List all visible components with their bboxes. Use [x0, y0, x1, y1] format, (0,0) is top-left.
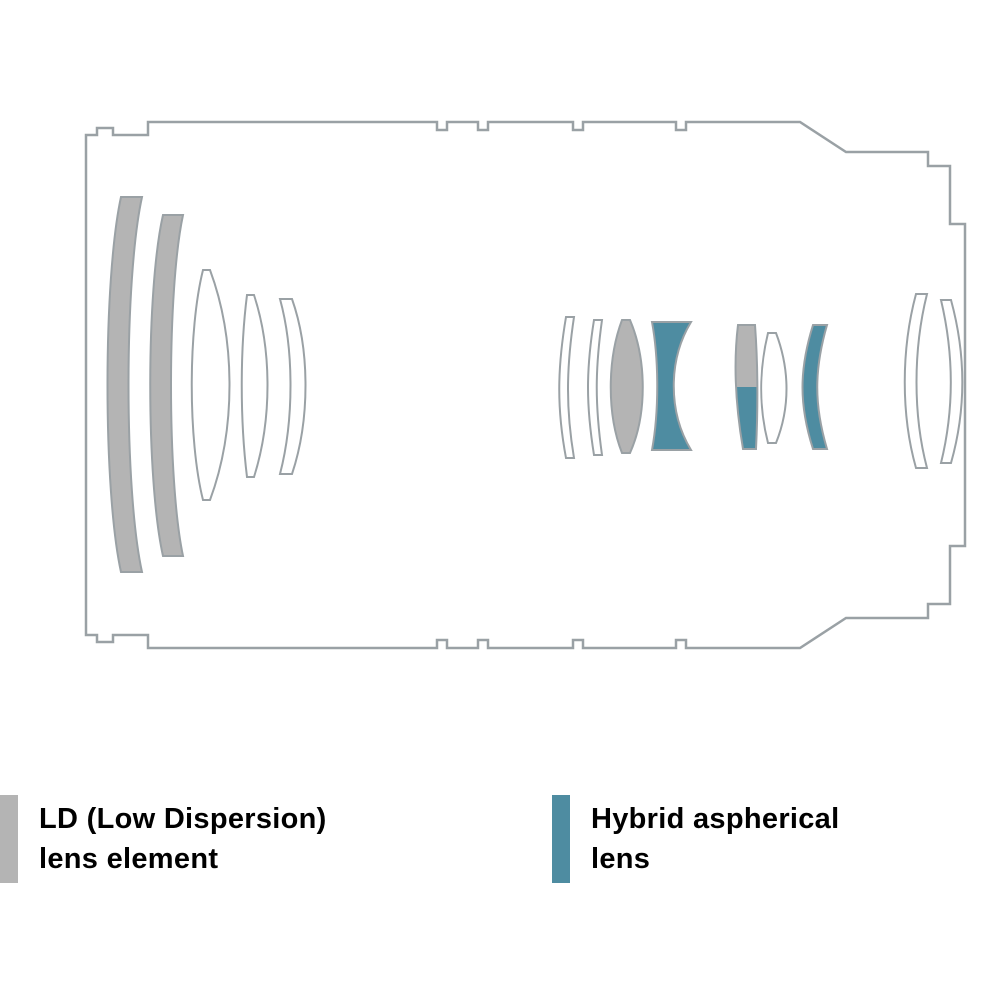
legend-item-ld: LD (Low Dispersion) lens element [0, 795, 327, 883]
lens-element-11 [760, 332, 788, 444]
ld-color-swatch [0, 795, 18, 883]
ld-legend-label: LD (Low Dispersion) lens element [39, 799, 327, 879]
hybrid-legend-line1: Hybrid aspherical [591, 803, 840, 835]
lens-element-14 [939, 299, 964, 464]
lens-element-9-hybrid-aspherical [650, 321, 693, 451]
lens-construction-diagram [84, 120, 967, 650]
lens-element-10-ld-hybrid-composite [734, 324, 759, 450]
hybrid-aspherical-legend-label: Hybrid aspherical lens [591, 799, 839, 879]
legend-item-hybrid-aspherical: Hybrid aspherical lens [552, 795, 839, 883]
ld-legend-line1: LD (Low Dispersion) [39, 803, 327, 835]
ld-legend-line2: lens element [39, 843, 219, 875]
lens-barrel-outline [84, 120, 967, 650]
lens-element-8-ld [609, 319, 644, 454]
lens-element-13 [903, 293, 929, 469]
lens-element-1-ld [106, 196, 144, 573]
lens-element-2-ld [149, 214, 185, 557]
hybrid-aspherical-color-swatch [552, 795, 570, 883]
lens-element-6 [558, 316, 576, 459]
lens-element-7 [587, 319, 604, 456]
lens-element-4 [240, 294, 269, 478]
hybrid-legend-line2: lens [591, 843, 651, 875]
lens-element-12-hybrid-aspherical [801, 324, 829, 450]
lens-element-3 [190, 269, 231, 501]
lens-element-5 [278, 298, 307, 475]
